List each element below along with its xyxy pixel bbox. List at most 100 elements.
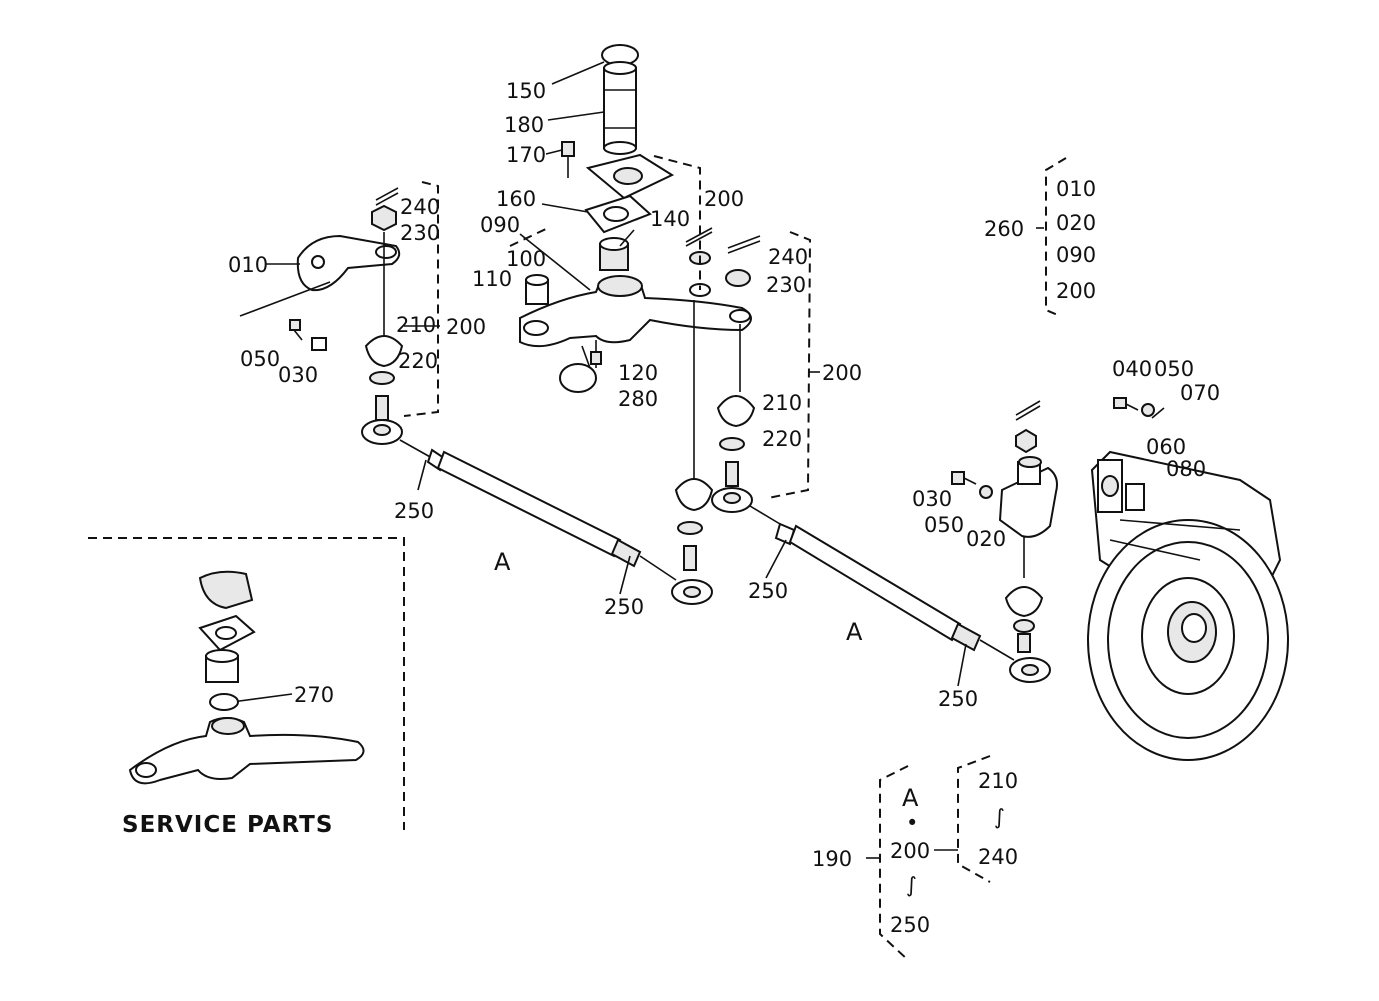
rod-label-A-right: A <box>846 618 863 646</box>
left-nut-230 <box>371 204 397 232</box>
knuckle-ring <box>1013 619 1035 653</box>
bolt-170 <box>561 141 575 178</box>
flange-plate <box>585 153 675 200</box>
group-200-210: 210 <box>978 769 1018 793</box>
callout-170: 170 <box>506 143 546 167</box>
right-boot-210 <box>716 395 756 428</box>
callout-080: 080 <box>1166 457 1206 481</box>
center-boot <box>674 478 714 512</box>
callout-210-left: 210 <box>396 313 436 337</box>
callout-070: 070 <box>1180 381 1220 405</box>
gasket-160 <box>584 194 652 234</box>
left-bolt-050 <box>289 319 303 341</box>
callout-030-right: 030 <box>912 487 952 511</box>
dashed-brackets <box>88 155 1067 961</box>
callout-270: 270 <box>294 683 334 707</box>
callout-050-left: 050 <box>240 347 280 371</box>
bushing-100 <box>525 274 549 305</box>
callout-labels: 150 180 170 160 200 140 090 100 110 240 … <box>228 79 1220 711</box>
callout-180: 180 <box>504 113 544 137</box>
left-bolt-030 <box>311 337 327 351</box>
callout-220-right: 220 <box>762 427 802 451</box>
left-boot-210 <box>364 335 404 368</box>
washer-070 <box>1151 407 1165 419</box>
group-200-240: 240 <box>978 845 1018 869</box>
bolt-040 <box>1113 397 1139 411</box>
group-260-item: 020 <box>1056 211 1096 235</box>
cap-280 <box>559 363 597 393</box>
callout-050-right: 050 <box>1154 357 1194 381</box>
knuckle-boot <box>1004 586 1044 618</box>
group-190-label: 190 <box>812 847 852 871</box>
right-tie-rod-end <box>711 461 753 513</box>
right-washer-240 <box>727 235 761 254</box>
bracket-080 <box>1125 483 1145 511</box>
callout-010: 010 <box>228 253 268 277</box>
callout-250-b: 250 <box>604 595 644 619</box>
callout-140: 140 <box>650 207 690 231</box>
center-stud <box>683 545 697 571</box>
knuckle-arm-020 <box>998 456 1058 538</box>
service-parts-title: SERVICE PARTS <box>122 812 333 838</box>
callout-090: 090 <box>480 213 520 237</box>
washer-050-mid <box>979 485 993 499</box>
group-190-dot: • <box>906 811 918 835</box>
center-ring <box>677 521 703 535</box>
callout-210-right: 210 <box>762 391 802 415</box>
callout-240-left: 240 <box>400 195 440 219</box>
right-nut-230 <box>725 269 751 287</box>
callout-160: 160 <box>496 187 536 211</box>
tie-rod-right-A <box>749 505 1051 683</box>
callout-030-left: 030 <box>278 363 318 387</box>
pin-120 <box>590 340 602 368</box>
right-nut-stack <box>1015 400 1041 454</box>
group-260-item: 010 <box>1056 177 1096 201</box>
rod-label-A-left: A <box>494 548 511 576</box>
group-190-range-mark: ∫ <box>906 873 917 897</box>
callout-100: 100 <box>506 247 546 271</box>
callout-120: 120 <box>618 361 658 385</box>
group-190-a: A <box>902 784 919 812</box>
group-190-200: 200 <box>890 839 930 863</box>
left-washer-240 <box>375 187 399 206</box>
callout-110: 110 <box>472 267 512 291</box>
callout-060: 060 <box>1146 435 1186 459</box>
callout-200-left: 200 <box>446 315 486 339</box>
callout-250-a: 250 <box>394 499 434 523</box>
group-260-item: 090 <box>1056 243 1096 267</box>
callout-220-left: 220 <box>398 349 438 373</box>
group-260-label: 260 <box>984 217 1024 241</box>
group-260-item: 200 <box>1056 279 1096 303</box>
left-arm-010 <box>296 234 401 292</box>
service-parts-inset <box>128 570 365 785</box>
callout-280: 280 <box>618 387 658 411</box>
kingpin-180 <box>603 61 637 155</box>
callout-150: 150 <box>506 79 546 103</box>
wheel-hub-assembly <box>1087 450 1289 761</box>
tie-rod-left-A <box>399 439 713 605</box>
left-ring-220 <box>369 371 395 385</box>
callout-250-d: 250 <box>938 687 978 711</box>
bushing-140 <box>599 237 629 271</box>
group-260: 260 010 020 090 200 <box>984 177 1096 303</box>
group-190: 190 A • 200 ∫ 250 210 ∫ 240 <box>812 769 1018 937</box>
callout-200-right: 200 <box>822 361 862 385</box>
right-ring-220 <box>719 437 745 451</box>
bolt-030-right <box>951 471 977 485</box>
center-steering-arm <box>519 275 752 348</box>
callout-240-right: 240 <box>768 245 808 269</box>
washer-050-right <box>1141 403 1155 417</box>
callout-020: 020 <box>966 527 1006 551</box>
group-190-250: 250 <box>890 913 930 937</box>
callout-050-mid: 050 <box>924 513 964 537</box>
left-tie-rod-end <box>361 395 403 445</box>
leader-lines <box>231 61 1044 859</box>
callout-250-c: 250 <box>748 579 788 603</box>
group-200-range-mark: ∫ <box>994 805 1005 829</box>
callout-230-right: 230 <box>766 273 806 297</box>
callout-040: 040 <box>1112 357 1152 381</box>
callout-200-top: 200 <box>704 187 744 211</box>
callout-230-left: 230 <box>400 221 440 245</box>
